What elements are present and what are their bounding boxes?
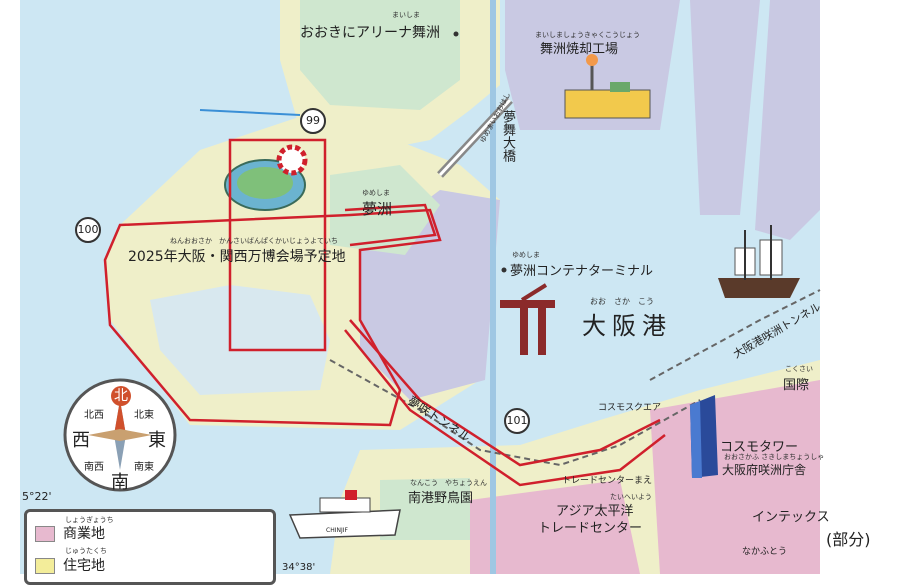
- yumeshima-green: [330, 165, 440, 255]
- sailing-ship-icon: [718, 225, 800, 298]
- container-label: 夢洲コンテナターミナル: [510, 264, 654, 279]
- harbor-lane: [490, 0, 496, 574]
- expo-logo-icon: [276, 144, 308, 176]
- kokusai-label: 国際: [783, 378, 810, 393]
- expo-ruby: ねんおおさか かんさいばんぱくかいじょうよていち: [170, 237, 338, 245]
- compass-rose: [63, 378, 177, 492]
- arena-ruby: まいしま: [392, 11, 420, 19]
- yumeshima-label: 夢洲: [362, 200, 393, 218]
- cosmotower-label: コスモタワー: [720, 440, 799, 455]
- partial-note: (部分): [826, 530, 871, 549]
- route-badge-101: 101: [504, 408, 530, 434]
- compass-northwest: 北西: [84, 410, 104, 421]
- incinerator-ruby: まいしましょうきゃくこうじょう: [535, 31, 640, 39]
- expo-ring-inner: [237, 167, 293, 199]
- legend-swatch-residential: [35, 558, 55, 574]
- atc-label-1: アジア太平洋: [556, 504, 634, 519]
- compass-east: 東: [148, 430, 166, 451]
- container-crane-icon: [500, 283, 555, 355]
- legend-commercial-ruby: しょうぎょうち: [65, 516, 114, 524]
- pier-2: [755, 0, 820, 240]
- latitude-label: 34°38': [282, 562, 316, 573]
- legend-residential-label: 住宅地: [63, 558, 105, 574]
- expo-label: 2025年大阪・関西万博会場予定地: [128, 249, 346, 265]
- legend-residential-ruby: じゅうたくち: [65, 547, 107, 555]
- pier-1: [690, 0, 760, 215]
- incinerator-label: 舞洲焼却工場: [540, 42, 619, 57]
- compass-southeast: 南東: [134, 462, 154, 473]
- page-margin-left: [0, 0, 20, 574]
- compass-south: 南: [111, 472, 129, 493]
- compass-north: 北: [111, 386, 131, 406]
- commercial-area-2: [470, 480, 640, 574]
- nakafuto-label: なかふとう: [742, 547, 788, 557]
- sakishima-tunnel-line: [649, 289, 821, 381]
- cosmo-tower-icon: [690, 395, 718, 478]
- prefecture-ruby: おおさかふ さきしまちょうしゃ: [724, 453, 825, 461]
- highlight-routes: [103, 138, 666, 487]
- arena-marker: [453, 31, 459, 37]
- container-ruby: ゆめしま: [512, 251, 540, 259]
- arena-label: おおきにアリーナ舞洲: [300, 25, 440, 41]
- yumesaki-tunnel-line: [329, 359, 701, 467]
- ship-name-label: CHINJIF: [326, 527, 348, 534]
- intex-label: インテックス: [752, 510, 830, 525]
- atc-label-2: トレードセンター: [538, 521, 643, 536]
- boundary-line: [199, 109, 301, 116]
- yumemai-bridge-center: [438, 98, 512, 177]
- container-marker: [501, 267, 507, 273]
- route-badge-100: 100: [75, 217, 101, 243]
- bridge-label: 夢舞大橋: [500, 110, 515, 162]
- ferry-ship-icon: [288, 490, 401, 539]
- legend-commercial-label: 商業地: [63, 526, 105, 542]
- port-ruby: おお さか こう: [590, 297, 654, 306]
- bird-park-green: [380, 478, 470, 540]
- expo-inner-area: [150, 285, 330, 395]
- compass-southwest: 南西: [84, 462, 104, 473]
- page-margin: [820, 0, 907, 574]
- trade-center-mae-label: トレードセンターまえ: [562, 476, 653, 486]
- maishima-green: [300, 0, 460, 110]
- compass-northeast: 北東: [134, 410, 154, 421]
- yumeshima-ruby: ゆめしま: [362, 189, 390, 197]
- nanko-ruby: なんこう やちょうえん: [410, 479, 487, 487]
- cosmosquare-label: コスモスクエア: [598, 403, 662, 413]
- port-label: 大阪港: [582, 312, 672, 340]
- compass-west: 西: [72, 430, 90, 451]
- incinerator-building-icon: [564, 54, 651, 119]
- route-badge-99: 99: [300, 108, 326, 134]
- legend-swatch-commercial: [35, 526, 55, 542]
- prefecture-label: 大阪府咲洲庁舎: [722, 463, 807, 477]
- kokusai-ruby: こくさい: [785, 365, 813, 373]
- longitude-label: 5°22': [22, 490, 52, 503]
- nanko-label: 南港野鳥園: [408, 491, 474, 506]
- atc-ruby: たいへいよう: [610, 493, 652, 501]
